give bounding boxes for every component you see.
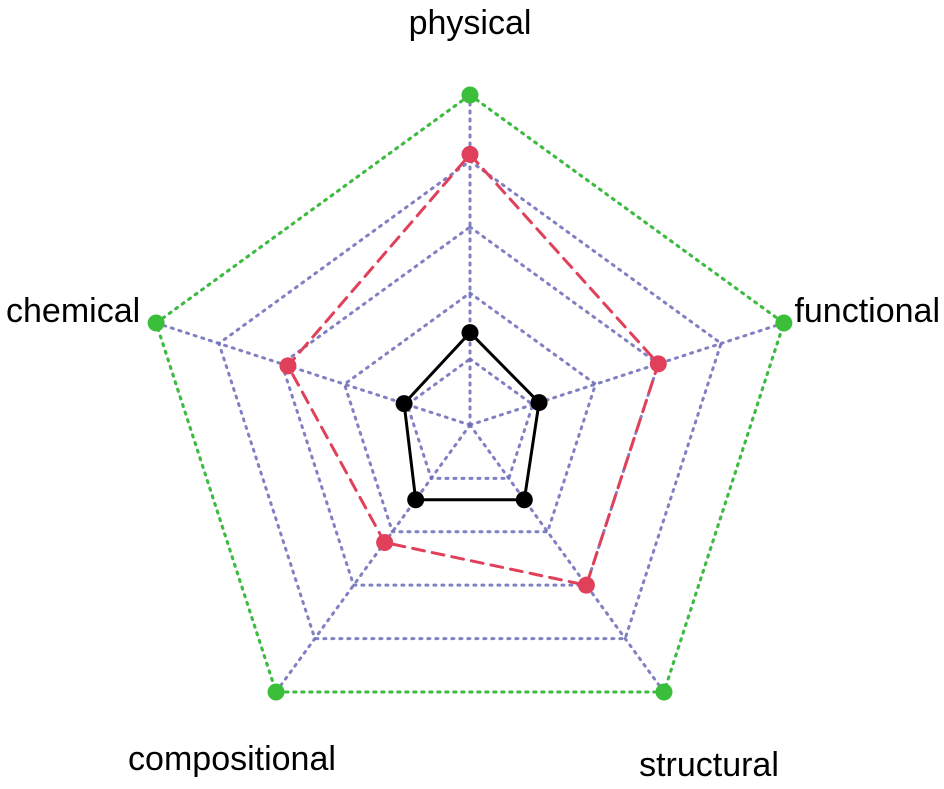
radar-series (147, 86, 793, 701)
axis-label-structural: structural (639, 746, 779, 784)
series-1-point-physical (461, 86, 479, 104)
series-3-point-physical (461, 324, 479, 342)
series-2-point-chemical (279, 357, 297, 375)
series-1-point-functional (775, 314, 793, 332)
series-2-point-functional (649, 355, 667, 373)
grid-ring-2 (342, 291, 598, 534)
grid-spoke-structural (468, 423, 666, 694)
axis-label-physical: physical (409, 4, 532, 42)
series-3-point-chemical (395, 395, 413, 413)
series-3 (395, 324, 548, 509)
grid-spoke-compositional (274, 423, 472, 694)
series-2 (279, 145, 667, 594)
series-1 (147, 86, 793, 701)
radar-grid (154, 93, 786, 694)
grid-ring-4 (217, 159, 723, 641)
grid-ring-1 (405, 357, 535, 480)
series-1-point-structural (655, 683, 673, 701)
grid-spoke-functional (468, 321, 786, 427)
series-3-point-functional (530, 394, 548, 412)
axis-label-compositional: compositional (128, 740, 336, 778)
series-1-point-chemical (147, 314, 165, 332)
series-1-point-compositional (267, 683, 285, 701)
grid-ring-3 (279, 225, 661, 587)
series-2-point-compositional (376, 533, 394, 551)
series-3-point-compositional (407, 491, 425, 509)
axis-label-functional: functional (794, 292, 940, 330)
series-2-point-physical (461, 145, 479, 163)
grid-spoke-chemical (154, 321, 472, 427)
series-3-line (402, 331, 541, 502)
series-2-line (286, 152, 660, 587)
series-3-point-structural (515, 491, 533, 509)
series-1-line (154, 93, 786, 694)
series-2-point-structural (577, 576, 595, 594)
axis-label-chemical: chemical (6, 292, 140, 330)
axis-labels: physical functional structural compositi… (6, 4, 940, 784)
